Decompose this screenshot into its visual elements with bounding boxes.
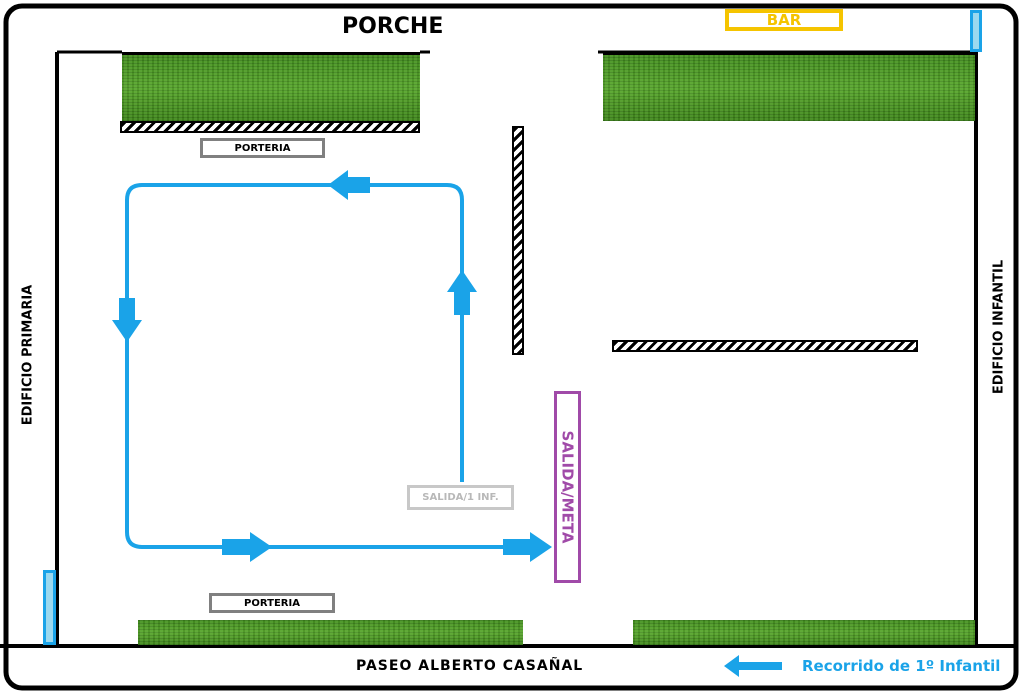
grass-top-left <box>122 52 420 121</box>
arrow-right-icon <box>222 532 272 562</box>
arrow-left-icon <box>724 655 782 677</box>
bar-label: BAR <box>725 9 843 31</box>
salida-meta-box: SALIDA/META <box>554 391 581 583</box>
arrow-left-icon <box>328 170 370 200</box>
edificio-primaria-label: EDIFICIO PRIMARIA <box>20 284 36 426</box>
grass-top-right <box>603 52 975 121</box>
fence-top <box>120 121 420 133</box>
route-arrows <box>112 170 552 562</box>
door-bottom-left <box>43 570 56 645</box>
fence-vertical <box>512 126 524 355</box>
salida-meta-label: SALIDA/META <box>558 430 577 544</box>
route-path <box>125 183 520 549</box>
porteria-bottom: PORTERIA <box>209 593 335 613</box>
outer-border <box>3 3 1019 691</box>
door-top-right <box>970 10 982 52</box>
fence-right <box>612 340 918 352</box>
arrow-up-icon <box>447 270 477 315</box>
arrow-down-icon <box>112 298 142 342</box>
porteria-top: PORTERIA <box>200 138 325 158</box>
paseo-label: PASEO ALBERTO CASAÑAL <box>356 658 584 674</box>
edificio-infantil-label: EDIFICIO INFANTIL <box>991 259 1007 395</box>
porche-label: PORCHE <box>342 14 444 39</box>
legend: Recorrido de 1º Infantil <box>722 654 1000 678</box>
legend-label: Recorrido de 1º Infantil <box>802 657 1001 675</box>
grass-bottom-right <box>633 620 975 645</box>
salida-infantil-label: SALIDA/1 INF. <box>407 485 514 510</box>
grass-bottom-left <box>138 620 523 645</box>
arrow-right-icon <box>503 532 552 562</box>
